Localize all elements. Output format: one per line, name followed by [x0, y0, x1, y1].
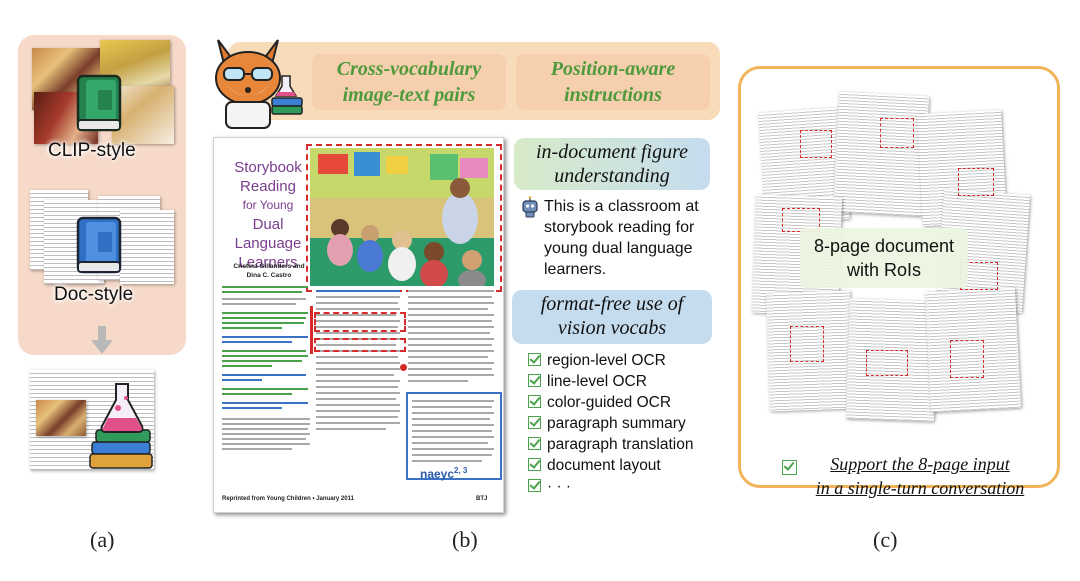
panel-c-caption: (c) — [873, 527, 898, 552]
figure-understanding-header: in-document figure understanding — [514, 138, 710, 190]
task-label: region-level OCR — [547, 352, 666, 369]
roi-box — [958, 168, 994, 196]
robot-icon — [522, 196, 538, 218]
line-roi — [314, 338, 406, 352]
doc-title-line: Storybook — [234, 159, 302, 176]
fox-scientist-icon — [215, 39, 303, 129]
task-label: paragraph summary — [547, 415, 686, 432]
doc-label-line-1: 8-page document — [813, 236, 955, 256]
footer-brand: naeyc2, 3 — [420, 466, 467, 481]
task-item: document layout — [528, 455, 694, 476]
paragraph-roi — [406, 392, 502, 480]
banner-position-aware-text: Position-aware instructions — [550, 58, 676, 106]
merged-doc-photo — [36, 400, 86, 436]
task-item: region-level OCR — [528, 350, 694, 371]
clip-thumbnail-4 — [112, 86, 174, 144]
doc-label: 8-page document with RoIs — [800, 234, 968, 282]
roi-box — [790, 326, 824, 362]
down-arrow-icon — [91, 340, 113, 354]
green-book-icon — [76, 74, 122, 132]
checkbox-icon — [528, 353, 541, 366]
checkbox-icon — [528, 374, 541, 387]
document-page: Storybook Reading for Young Dual Languag… — [213, 137, 504, 513]
doc-title-line: Reading — [240, 178, 296, 195]
doc-style-label: Doc-style — [54, 284, 134, 305]
task-label: color-guided OCR — [547, 394, 672, 411]
task-item: line-level OCR — [528, 371, 694, 392]
task-item: paragraph translation — [528, 434, 694, 455]
banner-cross-vocabulary-text: Cross-vocabulary image-text pairs — [336, 58, 482, 106]
checkbox-icon — [528, 395, 541, 408]
doc-page-2 — [832, 91, 930, 217]
roi-box — [800, 130, 832, 158]
doc-title-line: for Young — [242, 198, 294, 212]
line-roi-marker — [400, 364, 407, 371]
task-label: paragraph translation — [547, 436, 694, 453]
blue-book-icon — [76, 216, 122, 274]
doc-thumbnail-4 — [120, 210, 174, 284]
checkbox-icon — [528, 437, 541, 450]
task-label: document layout — [547, 457, 661, 474]
clip-style-label: CLIP-style — [48, 140, 136, 161]
footer-right: BTJ — [476, 496, 488, 502]
left-column-text — [222, 286, 312, 456]
task-item: · · · — [528, 476, 694, 497]
classroom-photo — [310, 148, 494, 286]
figure-roi — [306, 144, 502, 292]
roi-box — [866, 350, 908, 376]
checkbox-icon — [528, 458, 541, 471]
task-label: · · · — [547, 478, 572, 495]
roi-box — [950, 340, 984, 378]
roi-box — [880, 118, 914, 148]
right-column-text — [408, 290, 496, 390]
checkbox-icon — [782, 460, 797, 475]
checkbox-icon — [528, 479, 541, 492]
doc-authors: Cristina Gillanders and Dina C. Castro — [233, 263, 305, 279]
line-roi — [314, 312, 406, 332]
doc-title-line: Dual Language — [234, 216, 302, 252]
doc-label-line-2: with RoIs — [846, 260, 922, 280]
footnote-line-2: in a single-turn conversation — [815, 478, 1025, 498]
line-roi-marker — [310, 306, 313, 354]
doc-title-line: Learners — [238, 254, 298, 271]
figure-understanding-header-text: in-document figure understanding — [535, 141, 688, 187]
banner-position-aware: Position-aware instructions — [516, 54, 710, 110]
footnote-line-1: Support the 8-page input — [830, 454, 1010, 474]
vocab-header-text: format-free use of vision vocabs — [540, 293, 684, 339]
task-item: paragraph summary — [528, 413, 694, 434]
figure-answer: This is a classroom at storybook reading… — [544, 198, 699, 278]
task-label: line-level OCR — [547, 373, 647, 390]
arrow-shaft — [98, 326, 106, 340]
doc-title: Storybook Reading for Young Dual Languag… — [222, 158, 314, 272]
task-item: color-guided OCR — [528, 392, 694, 413]
vocab-header: format-free use of vision vocabs — [512, 290, 712, 344]
panel-b-caption: (b) — [452, 527, 478, 552]
potion-books-icon — [89, 383, 153, 469]
footnote: Support the 8-page input in a single-tur… — [800, 452, 1040, 500]
panel-a-caption: (a) — [90, 527, 115, 552]
task-list: region-level OCR line-level OCR color-gu… — [528, 350, 694, 497]
doc-label-background — [800, 228, 968, 288]
banner-cross-vocabulary: Cross-vocabulary image-text pairs — [312, 54, 506, 110]
checkbox-icon — [528, 416, 541, 429]
footer-brand-name: naeyc — [420, 467, 455, 481]
footer-brand-suffix: 2, 3 — [454, 466, 468, 475]
footer-left: Reprinted from Young Children • January … — [222, 496, 354, 502]
